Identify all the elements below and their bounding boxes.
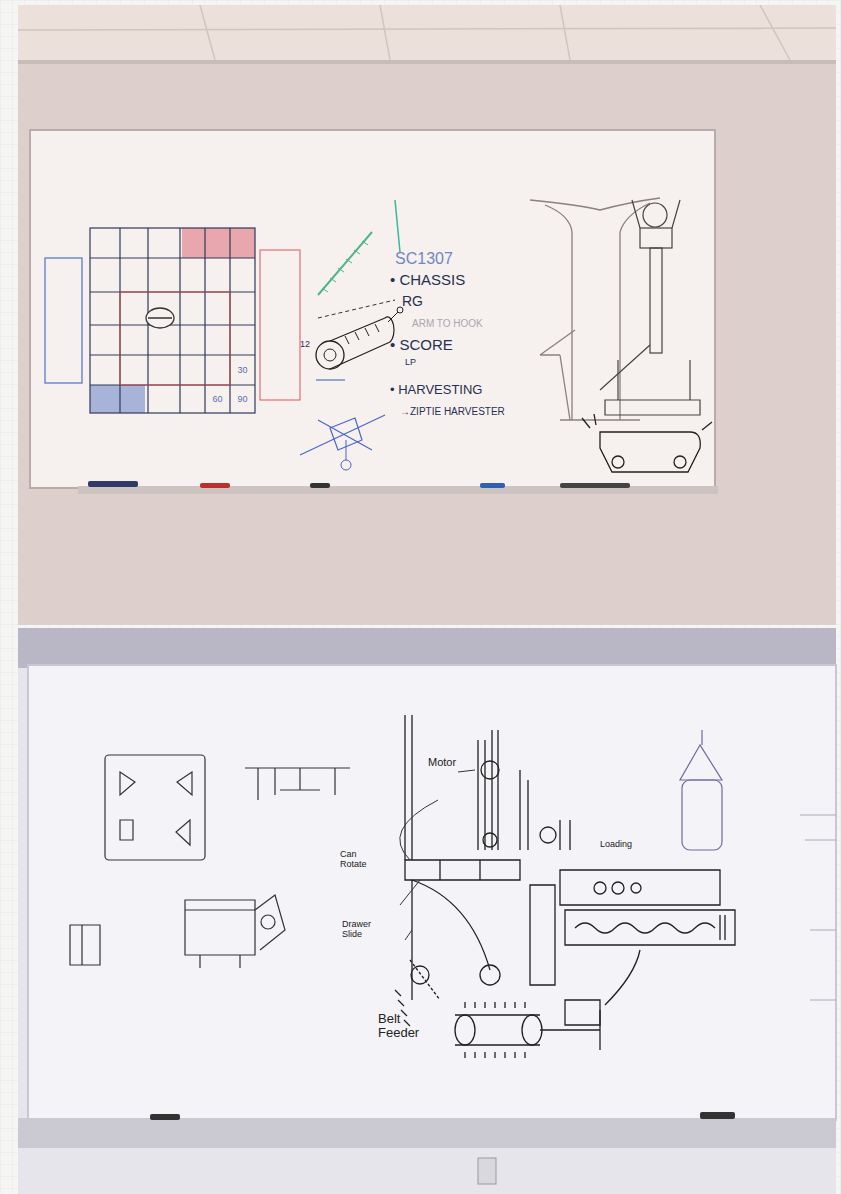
point-value: 30 bbox=[237, 365, 247, 375]
board-title: SC1307 bbox=[395, 250, 453, 268]
bottom-photo bbox=[18, 628, 836, 1194]
list-item: • SCORE bbox=[390, 337, 453, 354]
point-value: 60 bbox=[212, 394, 222, 404]
part-label: Belt Feeder bbox=[378, 1012, 430, 1041]
part-label: Drawer Slide bbox=[342, 920, 386, 940]
list-item: • HARVESTING bbox=[390, 383, 482, 397]
sub-item: ARM TO HOOK bbox=[412, 318, 483, 329]
sub-item: LP bbox=[405, 358, 416, 368]
field-cell: 90 bbox=[230, 385, 255, 413]
part-label: Motor bbox=[428, 756, 456, 768]
point-value: 90 bbox=[237, 394, 247, 404]
sub-item: →ZIPTIE HARVESTER bbox=[400, 406, 505, 417]
field-cell: 30 bbox=[230, 355, 255, 385]
dimension: 12 bbox=[300, 340, 310, 350]
sub-item: RG bbox=[402, 294, 423, 309]
part-label: Loading bbox=[600, 840, 632, 850]
field-cell: 60 bbox=[205, 385, 230, 413]
part-label: Can Rotate bbox=[340, 850, 384, 870]
top-photo bbox=[18, 5, 836, 625]
list-item: • CHASSIS bbox=[390, 272, 465, 289]
